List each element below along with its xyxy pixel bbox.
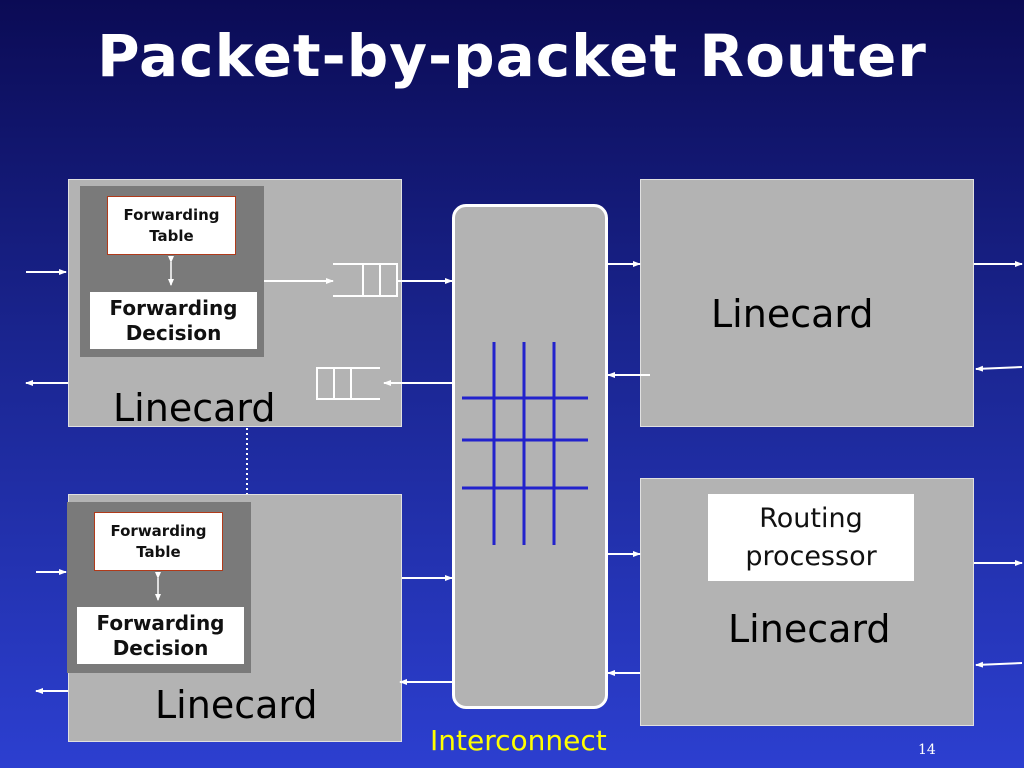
interconnect-label: Interconnect [430,724,607,757]
input-queue-top [316,367,380,400]
ingress-arrow-bottom-right [975,661,1023,668]
linecard-label-bottom-right: Linecard [728,607,891,651]
forwarding-table-top: Forwarding Table [107,196,236,255]
forwarding-decision-bottom: Forwarding Decision [77,607,244,664]
forwarding-decision-top: Forwarding Decision [90,292,257,349]
output-queue-top [333,263,398,297]
routing-processor: Routing processor [708,494,914,581]
linecard-top-right [640,179,974,427]
ingress-arrow-top-right [975,365,1023,372]
slide-title: Packet-by-packet Router [97,22,927,90]
linecard-label-top-right: Linecard [711,292,874,336]
interconnect-fabric [452,204,608,709]
crossbar-grid [462,342,588,545]
linecard-label-bottom-left: Linecard [155,683,318,727]
forwarding-table-bottom: Forwarding Table [94,512,223,571]
linecard-label-top-left: Linecard [113,386,276,430]
page-number: 14 [918,742,936,758]
